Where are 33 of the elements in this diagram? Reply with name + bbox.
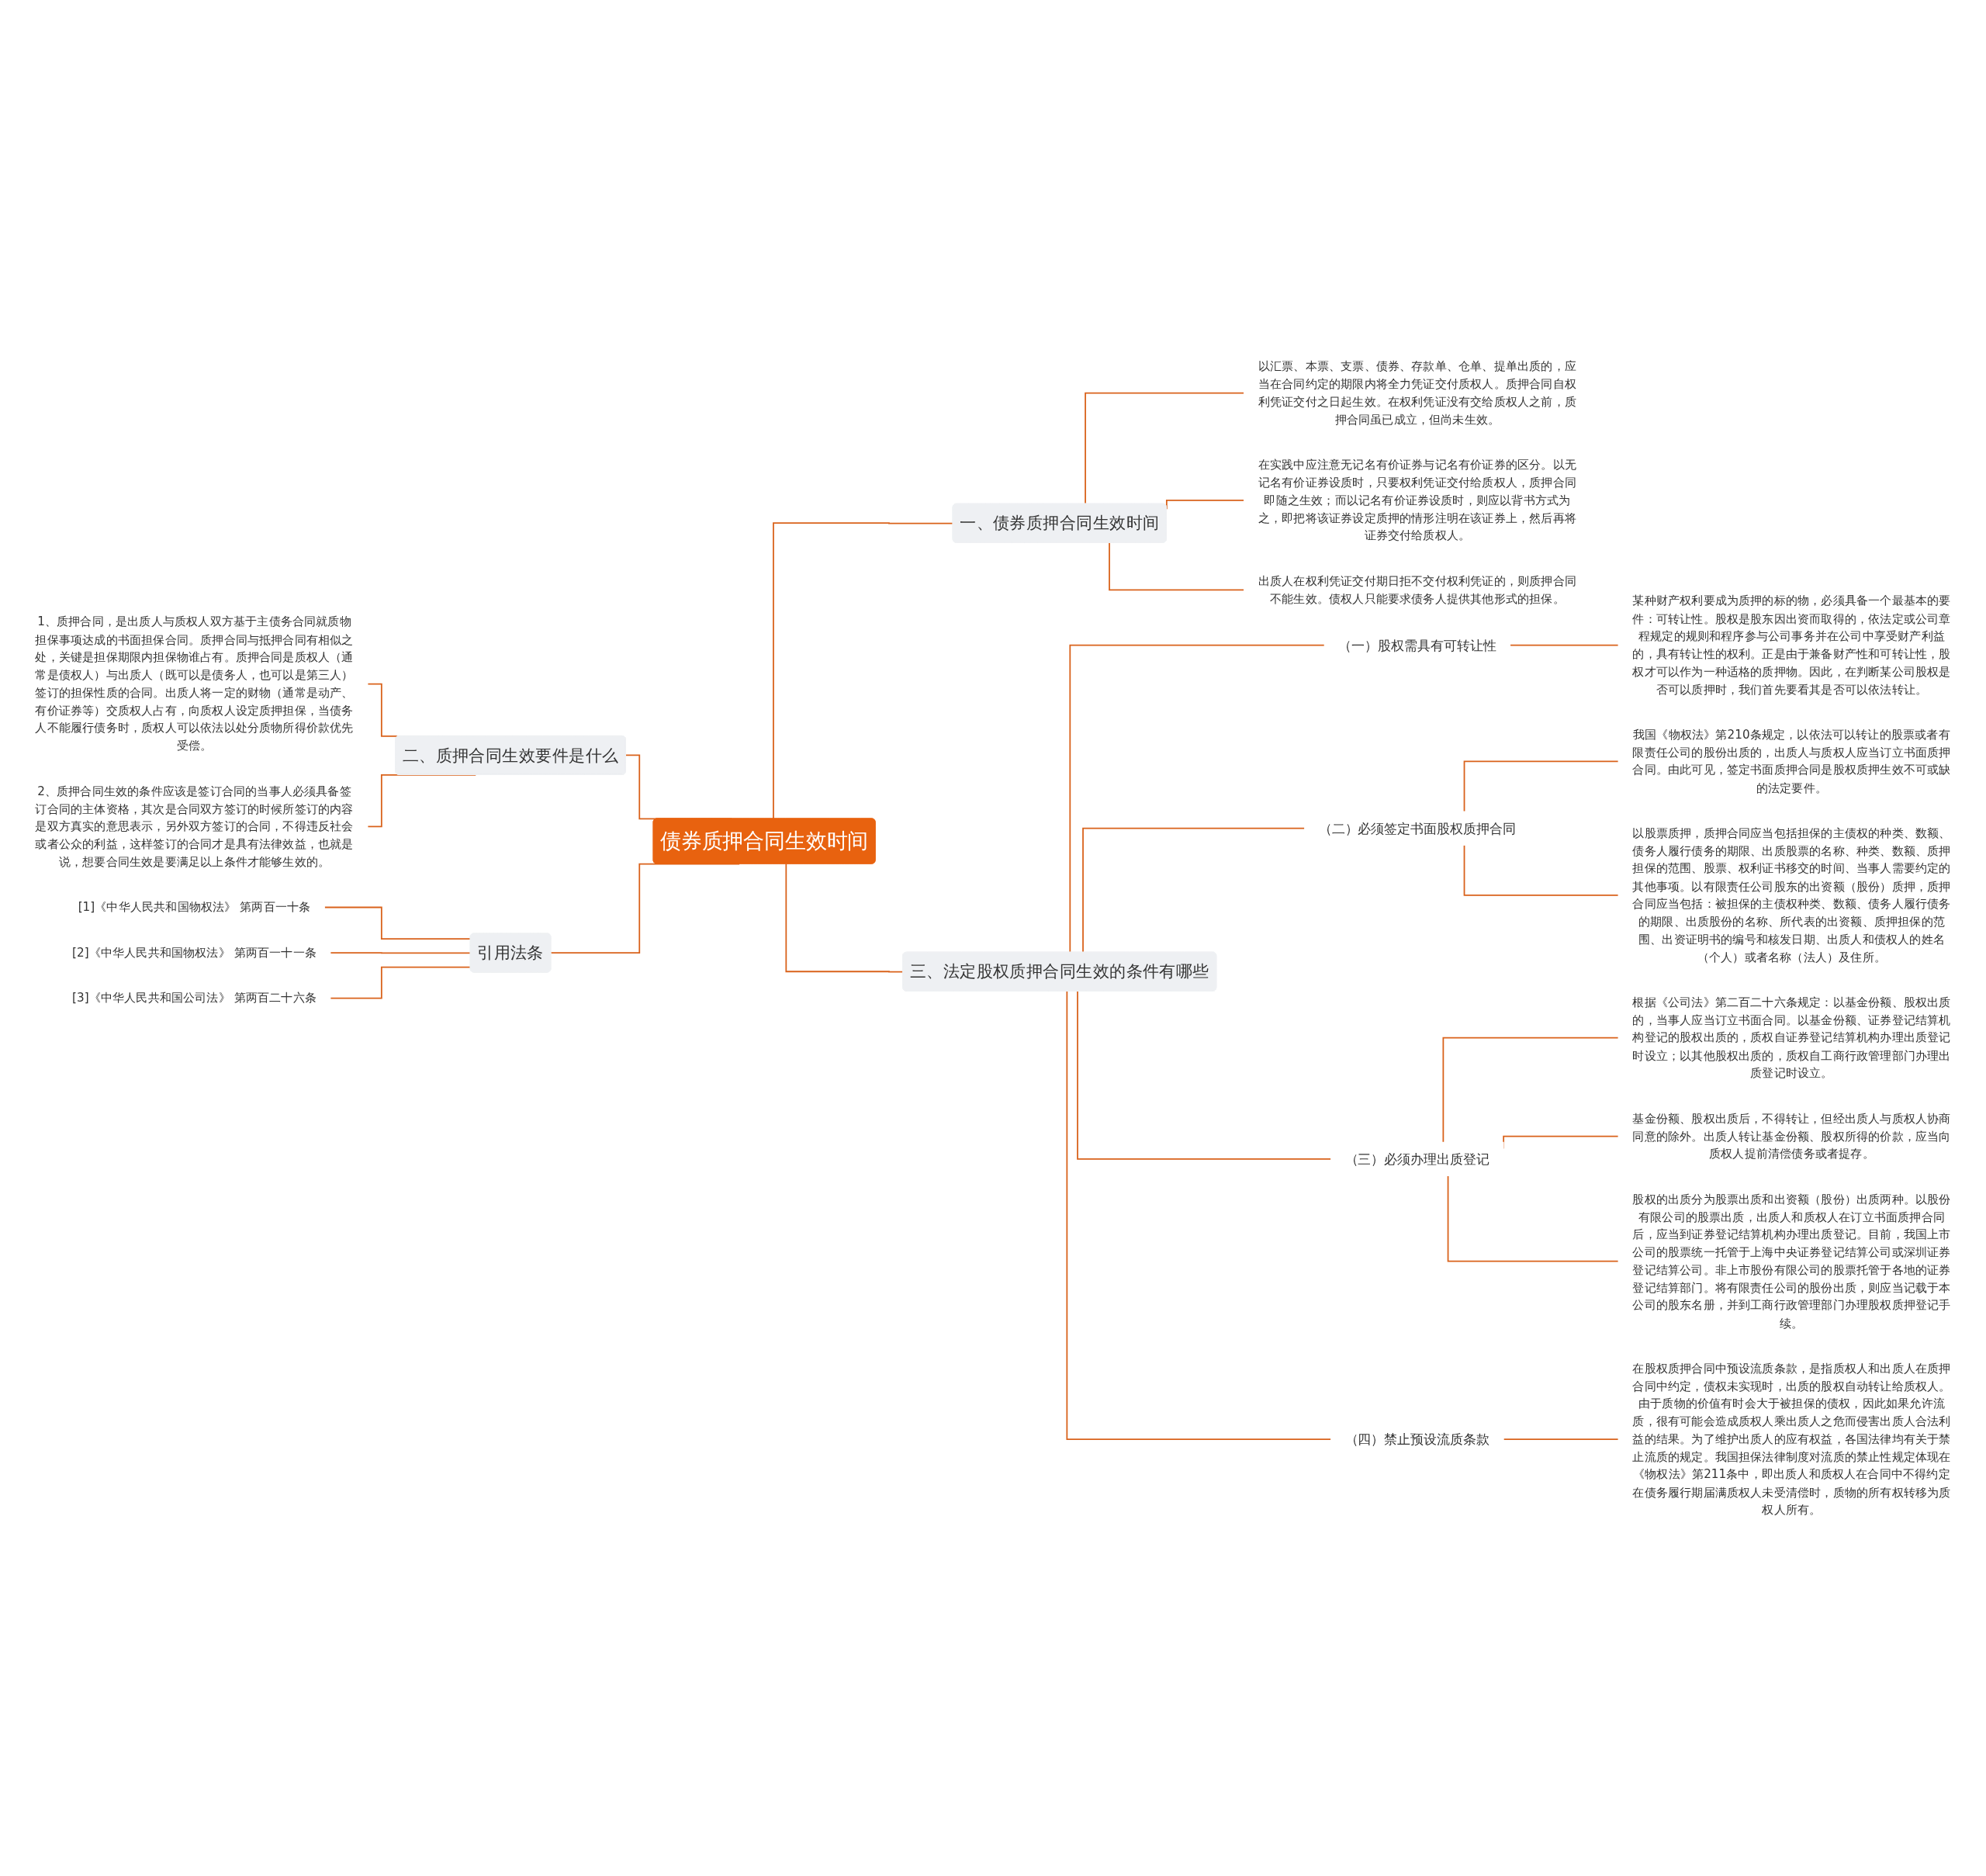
connector <box>1442 1037 1619 1143</box>
connector <box>1165 499 1245 510</box>
node-text: 出质人在权利凭证交付期日拒不交付权利凭证的，则质押合同不能生效。债权人只能要求债务人提供其他形式的担保。 <box>1258 573 1576 605</box>
node-text: 某种财产权利要成为质押的标的物，必须具备一个最基本的要件：可转让性。股权是股东因出资而取得的，依法定或公司章程规定的规则和程序参与公司事务并在公司中享受财产利益的，具有转让性的权利。正是由于兼备财产性和可转让性，股权才可以作为一种适格的质押物。因此，在判断某公司股权是否可以质押时，我们首先要看其是否可以依法转让。 <box>1632 593 1951 696</box>
node-text: 以汇票、本票、支票、债券、存款单、仓单、提单出质的，应当在合同约定的期限内将全力凭证交付质权人。质押合同自权利凭证交付之日起生效。在权利凭证没有交给质权人之前，质押合同虽已成立，但尚未生效。 <box>1258 358 1576 426</box>
node-text: [3]《中华人民共和国公司法》 第两百二十六条 <box>72 990 317 1005</box>
node-text: 2、质押合同生效的条件应该是签订合同的当事人必须具备签订合同的主体资格，其次是合同双方签订的时候所签订的内容是双方真实的意思表示，另外双方签订的合同，不得违反社会或者公众的利益，这样签订的合同才是具有法律效益，也就是说，想要合同生效是要满足以上条件才能够生效的。 <box>35 783 354 868</box>
node-text: 在股权质押合同中预设流质条款，是指质权人和出质人在质押合同中约定，债权未实现时，出质的股权自动转让给质权人。由于质物的价值有时会大于被担保的债权，因此如果允许流质，很有可能会造成质权人乘出质人之危而侵害出质人合法利益的结果。为了维护出质人的应有权益，各国法律均有关于禁止流质的规定。我国担保法律制度对流质的禁止性规定体现在《物权法》第211条中，即出质人和质权人在合同中不得约定在债务履行期届满质权人未受清偿时，质物的所有权转移为质权人所有。 <box>1632 1360 1951 1517</box>
connector <box>1077 990 1332 1160</box>
connector <box>1109 542 1245 590</box>
node-text: （二）必须签定书面股权质押合同 <box>1318 820 1517 836</box>
node-text: 1、质押合同，是出质人与质权人双方基于主债务合同就质物担保事项达成的书面担保合同。质押合同与抵押合同有相似之处，关键是担保期限内担保物谁占有。质押合同是质权人（通常是债权人）与出质人（既可以是债务人，也可以是第三人）签订的担保性质的合同。出质人将一定的财物（通常是动产、有价证券等）交质权人占有，向质权人设定质押担保，当债务人不能履行债务时，质权人可以依法以处分质物所得价款优先受偿。 <box>35 614 354 753</box>
connector <box>1463 760 1619 812</box>
connector <box>773 521 954 819</box>
connector <box>1509 644 1619 646</box>
node-text: [1]《中华人民共和国物权法》 第两百一十条 <box>78 899 311 914</box>
connector <box>1503 1438 1619 1440</box>
connector <box>1447 1175 1619 1262</box>
node-text: 以股票质押，质押合同应当包括担保的主债权的种类、数额、债务人履行债务的期限、出质股票的名称、种类、数额、质押担保的范围、股票、权利证书移交的时间、当事人需要约定的其他事项。以有限责任公司股东的出资额（股份）质押，质押合同应当包括：被担保的主债权种类、数额、债务人履行债务的期限、出质股份的名称、所代表的出资额、质押担保的范围、出资证明书的编号和核发日期、出质人和债权人的姓名（个人）或者名称（法人）及住所。 <box>1632 826 1951 964</box>
node-text: （三）必须办理出质登记 <box>1344 1151 1490 1167</box>
node-text: （一）股权需具有可转让性 <box>1338 637 1496 652</box>
node-text: 根据《公司法》第二百二十六条规定：以基金份额、股权出质的，当事人应当订立书面合同。以基金份额、证券登记结算机构登记的股权出质的，质权自证券登记结算机构办理出质登记时设立；以其他股权出质的，质权自工商行政管理部门办理出质登记时设立。 <box>1632 995 1951 1080</box>
node-text: 基金份额、股权出质后，不得转让，但经出质人与质权人协商同意的除外。出质人转让基金份额、股权所得的价款，应当向质权人提前清偿债务或者提存。 <box>1632 1110 1951 1161</box>
connector <box>330 951 472 954</box>
connector <box>330 966 472 999</box>
connector <box>324 906 472 940</box>
node-text: 股权的出质分为股票出质和出资额（股份）出质两种。以股份有限公司的股票出质，出质人和质权人在订立书面质押合同后，应当到证券登记结算机构办理出质登记。目前，我国上市公司的股票统一托管于上海中央证券登记结算公司或深圳证券登记结算公司。非上市股份有限公司的股票托管于各地的证券登记结算部门。将有限责任公司的股份出质，则应当记载于本公司的股东名册，并到工商行政管理部门办理股权质押登记手续。 <box>1632 1191 1951 1330</box>
node-text: 我国《物权法》第210条规定，以依法可以转让的股票或者有限责任公司的股份出质的，出质人与质权人应当订立书面质押合同。由此可见，签定书面质押合同是股权质押生效不可或缺的法定要件。 <box>1632 727 1951 794</box>
connector <box>1066 990 1332 1440</box>
node-text: 在实践中应注意无记名有价证券与记名有价证券的区分。以无记名有价证券设质时，只要权利凭证交付给质权人，质押合同即随之生效；而以记名有价证券设质时，则应以背书方式为之，即把将该证券设定质押的情形注明在该证券上，然后再将证券交付给质权人。 <box>1258 457 1576 542</box>
node-text: [2]《中华人民共和国物权法》 第两百一十一条 <box>72 945 317 959</box>
node-text: （四）禁止预设流质条款 <box>1344 1431 1490 1447</box>
connector <box>1463 844 1619 896</box>
